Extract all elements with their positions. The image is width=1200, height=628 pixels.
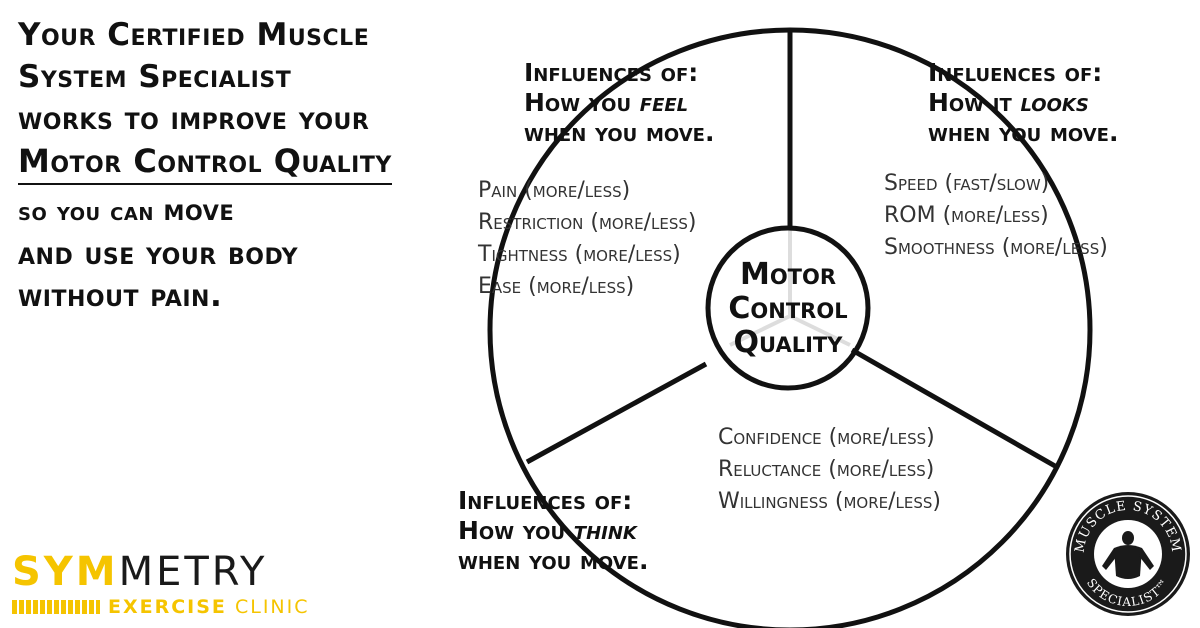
looks-item-rom: ROM (more/less) <box>884 203 1049 228</box>
intro-line-3: works to improve your <box>18 101 370 137</box>
think-item-confidence: Confidence (more/less) <box>718 425 935 450</box>
center-line-1: Motor <box>739 257 837 292</box>
intro-line-5: so you can move <box>18 189 458 233</box>
feel-heading: Influences of: How you feel when you mov… <box>524 58 714 148</box>
think-heading-emphasis: think <box>573 516 637 545</box>
brand-subline: EXERCISE CLINIC <box>12 596 372 618</box>
feel-heading-line-2-pre: How you <box>524 88 640 117</box>
muscle-system-specialist-badge: MUSCLE SYSTEM SPECIALIST™ <box>1066 492 1190 616</box>
looks-heading-line-3: when you move. <box>928 118 1119 147</box>
feel-item-restriction: Restriction (more/less) <box>478 210 697 235</box>
looks-heading-line-1: Influences of: <box>928 58 1103 87</box>
brand-subtitle: EXERCISE CLINIC <box>108 596 310 618</box>
divider-right <box>850 347 1057 469</box>
brand-name: SYMMETRY <box>12 552 372 592</box>
center-label: Motor Control Quality <box>708 258 868 360</box>
symmetry-logo: SYMMETRY EXERCISE CLINIC <box>12 552 372 618</box>
brand-name-rest: METRY <box>118 549 268 595</box>
feel-heading-line-1: Influences of: <box>524 58 699 87</box>
looks-heading-emphasis: looks <box>1020 88 1089 117</box>
think-item-willingness: Willingness (more/less) <box>718 489 941 514</box>
looks-item-smoothness: Smoothness (more/less) <box>884 235 1108 260</box>
looks-heading-line-2: How it looks <box>928 88 1118 118</box>
muscle-figure-icon <box>1102 531 1154 579</box>
feel-item-ease: Ease (more/less) <box>478 274 635 299</box>
looks-heading-line-2-pre: How it <box>928 88 1021 117</box>
brand-name-highlight: SYM <box>12 549 119 595</box>
intro-line-2: System Specialist <box>18 59 292 95</box>
intro-line-1: Your Certified Muscle <box>18 17 370 53</box>
feel-heading-line-2: How you feel <box>524 88 714 118</box>
intro-text: Your Certified Muscle System Specialist … <box>18 14 458 317</box>
looks-list: Speed (fast/slow) ROM (more/less) Smooth… <box>884 168 1108 264</box>
brand-subtitle-rest: CLINIC <box>226 596 310 618</box>
think-item-reluctance: Reluctance (more/less) <box>718 457 935 482</box>
feel-heading-line-3: when you move. <box>524 118 715 147</box>
think-heading-line-2: How you think <box>458 516 648 546</box>
think-list: Confidence (more/less) Reluctance (more/… <box>718 422 941 518</box>
feel-list: Pain (more/less) Restriction (more/less)… <box>478 175 696 303</box>
think-heading-line-3: when you move. <box>458 546 649 575</box>
divider-left <box>525 361 708 465</box>
intro-line-7: without pain. <box>18 278 223 314</box>
center-circle <box>705 225 871 391</box>
feel-item-tightness: Tightness (more/less) <box>478 242 681 267</box>
brand-stripes-icon <box>12 600 100 614</box>
brand-subtitle-bold: EXERCISE <box>108 596 227 618</box>
center-line-2: Control <box>728 291 848 326</box>
intro-line-5-bold: move <box>163 193 235 228</box>
intro-line-6: and use your body <box>18 236 299 272</box>
intro-line-5-pre: so you can <box>18 197 164 227</box>
think-heading: Influences of: How you think when you mo… <box>458 486 648 576</box>
feel-heading-emphasis: feel <box>639 88 689 117</box>
inner-spoke-left <box>729 314 791 347</box>
center-line-3: Quality <box>733 325 843 360</box>
looks-heading: Influences of: How it looks when you mov… <box>928 58 1118 148</box>
think-heading-line-1: Influences of: <box>458 486 633 515</box>
feel-item-pain: Pain (more/less) <box>478 178 631 203</box>
intro-line-4: Motor Control Quality <box>18 140 392 185</box>
inner-spoke-right <box>789 314 851 347</box>
think-heading-line-2-pre: How you <box>458 516 574 545</box>
looks-item-speed: Speed (fast/slow) <box>884 171 1050 196</box>
